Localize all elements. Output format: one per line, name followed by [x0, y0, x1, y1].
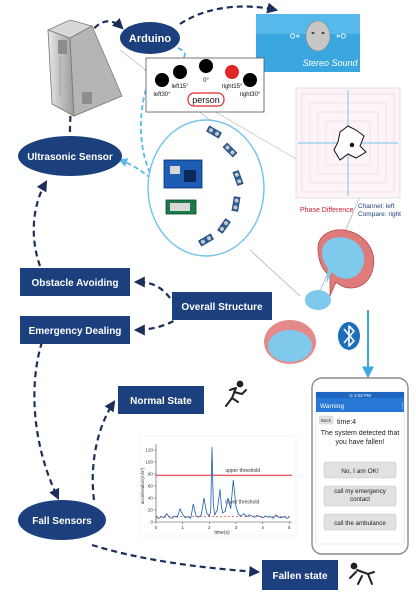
direction-dot-4 — [243, 73, 257, 87]
lower-threshold-label: lower threshold — [225, 499, 259, 505]
head-image — [305, 20, 331, 52]
node-overall-structure: Overall Structure — [172, 292, 272, 320]
sensor-chip-4 — [217, 218, 231, 234]
node-emergency-label: Emergency Dealing — [29, 326, 122, 337]
acceleration-series-line — [155, 446, 290, 520]
node-emergency-dealing: Emergency Dealing — [20, 316, 130, 344]
node-fallen-state: Fallen state — [262, 560, 338, 590]
chart-x-tick-label-1: 1 — [181, 525, 184, 530]
node-normal-state: Normal State — [118, 386, 204, 414]
chart-x-tick-label-0: 0 — [155, 525, 158, 530]
direction-label-4: right30° — [240, 92, 261, 98]
node-obstacle-label: Obstacle Avoiding — [31, 278, 118, 289]
phone-status-text: ⊙ 4:02 PM — [349, 393, 371, 398]
chart-x-tick-label-3: 3 — [235, 525, 238, 530]
direction-label-0: left30° — [153, 92, 171, 98]
running-person-icon — [225, 380, 247, 407]
arrow-emergency-to-fallsensors — [33, 341, 60, 500]
arrow-fallsensors-to-fallen — [91, 543, 261, 577]
node-fall-sensors: Fall Sensors — [18, 500, 106, 540]
node-fallen-label: Fallen state — [272, 571, 327, 582]
node-obstacle-avoiding: Obstacle Avoiding — [20, 268, 130, 296]
node-overall-label: Overall Structure — [181, 302, 263, 313]
acceleration-chart: 0 1 2 3 4 5 0 20 40 60 80 100 120 upper threshold lo… — [139, 435, 297, 537]
phone-button-emergency-label: call my emergency contact — [334, 488, 386, 503]
phone-time-text: time:4 — [337, 419, 356, 426]
direction-dot-0 — [155, 73, 169, 87]
direction-dot-1 — [173, 65, 187, 79]
phone-button-ambulance-label: call the ambulance — [334, 520, 386, 527]
upper-threshold-label: upper threshold — [225, 468, 260, 474]
sensor-chip-3 — [231, 196, 241, 212]
chart-y-tick-label-1: 20 — [148, 508, 154, 513]
arrow-overall-to-obstacle — [133, 276, 171, 299]
ultrasonic-device-image — [46, 19, 123, 117]
chart-x-tick-label-5: 5 — [288, 525, 291, 530]
speaker-shapes — [264, 229, 375, 364]
phase-legend-channel: Channel: left — [358, 203, 395, 210]
node-arduino-label: Arduino — [129, 33, 171, 45]
arduino-board — [163, 159, 203, 189]
phone-back-label: Back — [321, 418, 332, 423]
bluetooth-icon — [338, 322, 360, 350]
sensor-chip-5 — [198, 233, 214, 247]
chart-y-tick-label-4: 80 — [148, 472, 154, 477]
fallen-person-icon — [349, 562, 375, 585]
node-ultrasonic-sensor: Ultrasonic Sensor — [18, 136, 122, 176]
sensor-chip-0 — [206, 125, 222, 139]
stereo-sound-panel: Stereo Sound — [256, 14, 360, 72]
chart-x-label: time(s) — [214, 530, 230, 536]
chart-y-tick-label-6: 120 — [145, 448, 153, 453]
node-fall-sensors-label: Fall Sensors — [32, 516, 92, 527]
direction-label-1: left15° — [171, 84, 189, 90]
stereo-sound-caption: Stereo Sound — [302, 58, 358, 68]
direction-panel: left30°left15° 0° right15° right30° person — [145, 57, 265, 113]
node-arduino: Arduino — [120, 22, 180, 54]
phone-app-title: Warning — [320, 403, 344, 410]
person-label: person — [192, 95, 220, 105]
direction-dot-3 — [225, 65, 239, 79]
direction-label-3: right15° — [222, 84, 243, 90]
direction-dot-2 — [199, 59, 213, 73]
person-label-box — [187, 92, 225, 107]
chart-y-tick-label-2: 40 — [148, 496, 154, 501]
phone-button-ambulance[interactable]: call the ambulance — [323, 513, 397, 531]
phone-button-no-label: No, I am OK! — [341, 468, 379, 475]
phone-back-button[interactable] — [318, 415, 334, 425]
phase-plot-panel: Phase Difference Channel: left Compare: … — [295, 87, 401, 218]
arrow-arduino-to-stereo — [179, 2, 279, 25]
arrow-obstacle-to-ultrasonic — [32, 180, 48, 267]
phone-menu-icon[interactable]: ⋮ — [399, 403, 406, 410]
phase-blob — [333, 125, 367, 161]
sensor-chip-2 — [232, 170, 244, 186]
chart-x-tick-label-4: 4 — [261, 525, 264, 530]
chart-x-tick-label-2: 2 — [208, 525, 211, 530]
phase-caption: Phase Difference — [300, 207, 354, 214]
phase-legend-compare: Compare: right — [358, 211, 401, 218]
sensor-chip-1 — [222, 142, 238, 158]
phone-button-no[interactable]: No, I am OK! — [323, 461, 397, 479]
node-ultrasonic-label: Ultrasonic Sensor — [27, 152, 113, 163]
arrow-fallsensors-to-normal — [91, 400, 116, 501]
phone-mockup: ⊙ 4:02 PM Warning ⋮ Back time:4 The syst… — [311, 377, 409, 555]
chart-y-tick-label-3: 60 — [148, 484, 154, 489]
chart-y-tick-label-0: 0 — [150, 520, 153, 525]
chart-y-tick-label-5: 100 — [145, 460, 153, 465]
overall-structure-image — [147, 119, 265, 257]
direction-label-2: 0° — [203, 78, 209, 84]
link-overall-to-structure — [249, 249, 301, 297]
phone-message: The system detected that you have fallen… — [320, 430, 400, 446]
phone-button-emergency-contact[interactable]: call my emergency contact — [323, 485, 397, 507]
chart-y-label: acceleration(m/s²) — [140, 467, 145, 504]
node-normal-label: Normal State — [130, 396, 192, 407]
arrow-ultrasonic-to-sensor — [68, 79, 79, 133]
